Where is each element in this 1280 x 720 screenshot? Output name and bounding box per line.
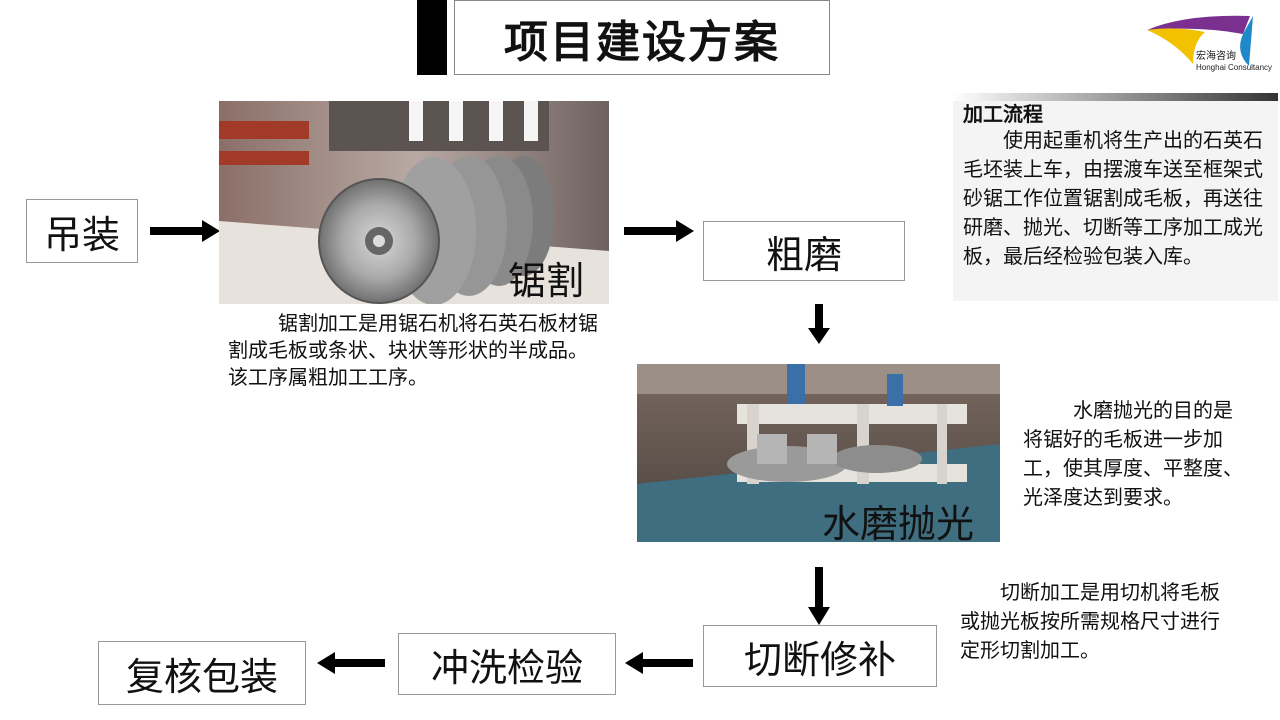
- honghai-logo-icon: [1147, 15, 1253, 66]
- arrow-down-icon: [808, 304, 830, 344]
- process-text: 使用起重机将生产出的石英石毛坯装上车，由摆渡车送至框架式砂锯工作位置锯割成毛板，…: [963, 128, 1263, 268]
- polish-description: 水磨抛光的目的是将锯好的毛板进一步加工，使其厚度、平整度、光泽度达到要求。: [1023, 398, 1243, 509]
- arrow-left-icon: [625, 652, 693, 674]
- step-hoist: 吊装: [26, 199, 138, 263]
- arrow-left-icon: [317, 652, 385, 674]
- logo-subtitle: Honghai Consultancy: [1196, 63, 1273, 72]
- arrow-right-icon: [150, 220, 220, 242]
- step-wash-inspect: 冲洗检验: [398, 633, 616, 695]
- saw-photo-label: 锯割: [508, 259, 585, 303]
- process-panel: [953, 93, 1278, 301]
- step-rough-grind: 粗磨: [703, 221, 905, 281]
- step-cut-repair: 切断修补: [703, 625, 937, 687]
- logo-name: 宏海咨询: [1196, 51, 1236, 62]
- arrow-right-icon: [624, 220, 694, 242]
- process-title: 加工流程: [963, 102, 1043, 126]
- saw-description: 锯割加工是用锯石机将石英石板材锯割成毛板或条状、块状等形状的半成品。该工序属粗加…: [228, 311, 598, 389]
- title-accent-bar: [417, 0, 447, 75]
- process-panel-header: [953, 93, 1278, 101]
- water-polishing-photo: [637, 364, 1000, 542]
- step-recheck-pack: 复核包装: [98, 641, 306, 705]
- polish-photo-label: 水磨抛光: [822, 502, 975, 546]
- page-title: 项目建设方案: [454, 0, 830, 75]
- saw-cutting-photo: [219, 101, 609, 304]
- arrow-down-icon: [808, 567, 830, 625]
- cut-description: 切断加工是用切机将毛板或抛光板按所需规格尺寸进行定形切割加工。: [960, 580, 1220, 662]
